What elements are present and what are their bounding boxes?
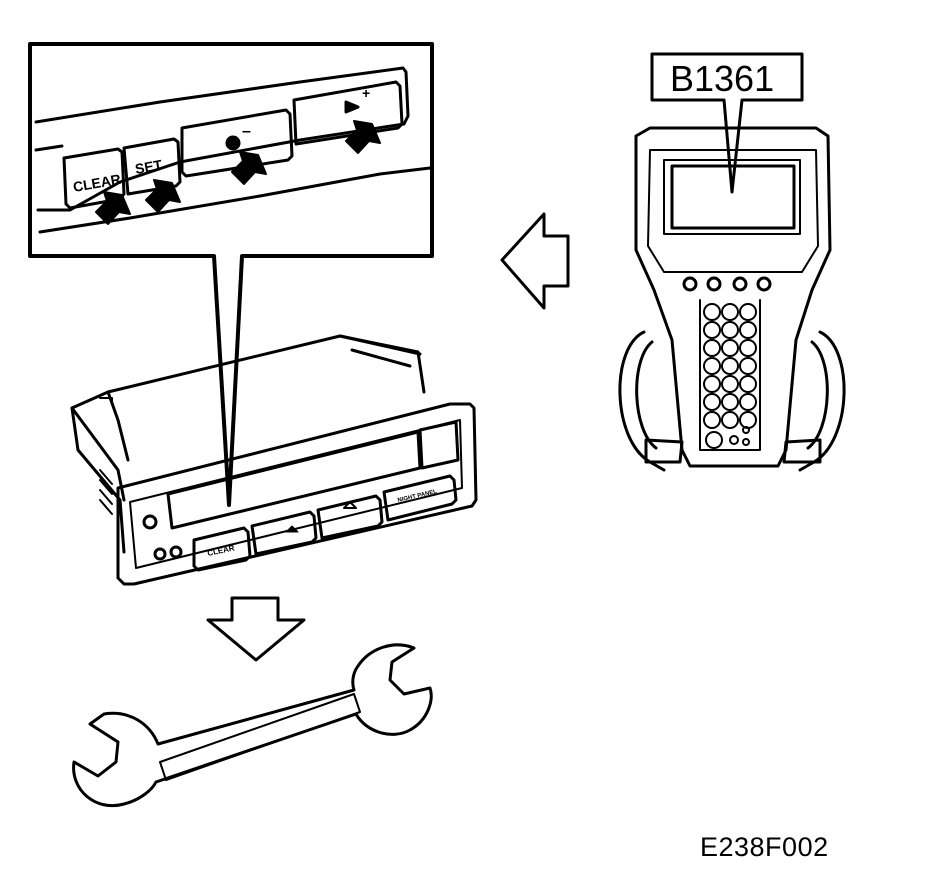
wrench-icon: [72, 643, 433, 808]
inset-clear-label: CLEAR: [72, 171, 122, 195]
left-arrow-icon: [500, 212, 570, 310]
inset-minus-button: [180, 108, 294, 178]
scan-tool-display-code: B1361: [670, 58, 774, 99]
scan-tool: [618, 52, 846, 472]
pointer-arrow-icon: [95, 191, 131, 225]
pointer-arrow-icon: [145, 179, 181, 213]
climate-control-unit: [70, 334, 478, 586]
unit-clear-label: CLEAR: [207, 543, 236, 558]
pointer-arrows: [95, 120, 381, 225]
inset-plus-label: +: [362, 85, 370, 101]
figure-reference-code: E238F002: [700, 832, 829, 862]
inset-plus-button: [292, 80, 404, 146]
unit-right-button-label: NIGHT PANEL: [397, 489, 438, 504]
inset-set-button: [122, 137, 182, 196]
inset-minus-label: –: [242, 123, 251, 140]
down-arrow-icon: [206, 596, 306, 662]
plus-triangle-icon: [344, 100, 360, 114]
inset-set-label: SET: [134, 156, 164, 177]
panel-inset: [28, 42, 434, 507]
minus-dot-icon: [225, 135, 241, 151]
pointer-arrow-icon: [231, 151, 267, 185]
pointer-arrow-icon: [345, 120, 381, 154]
